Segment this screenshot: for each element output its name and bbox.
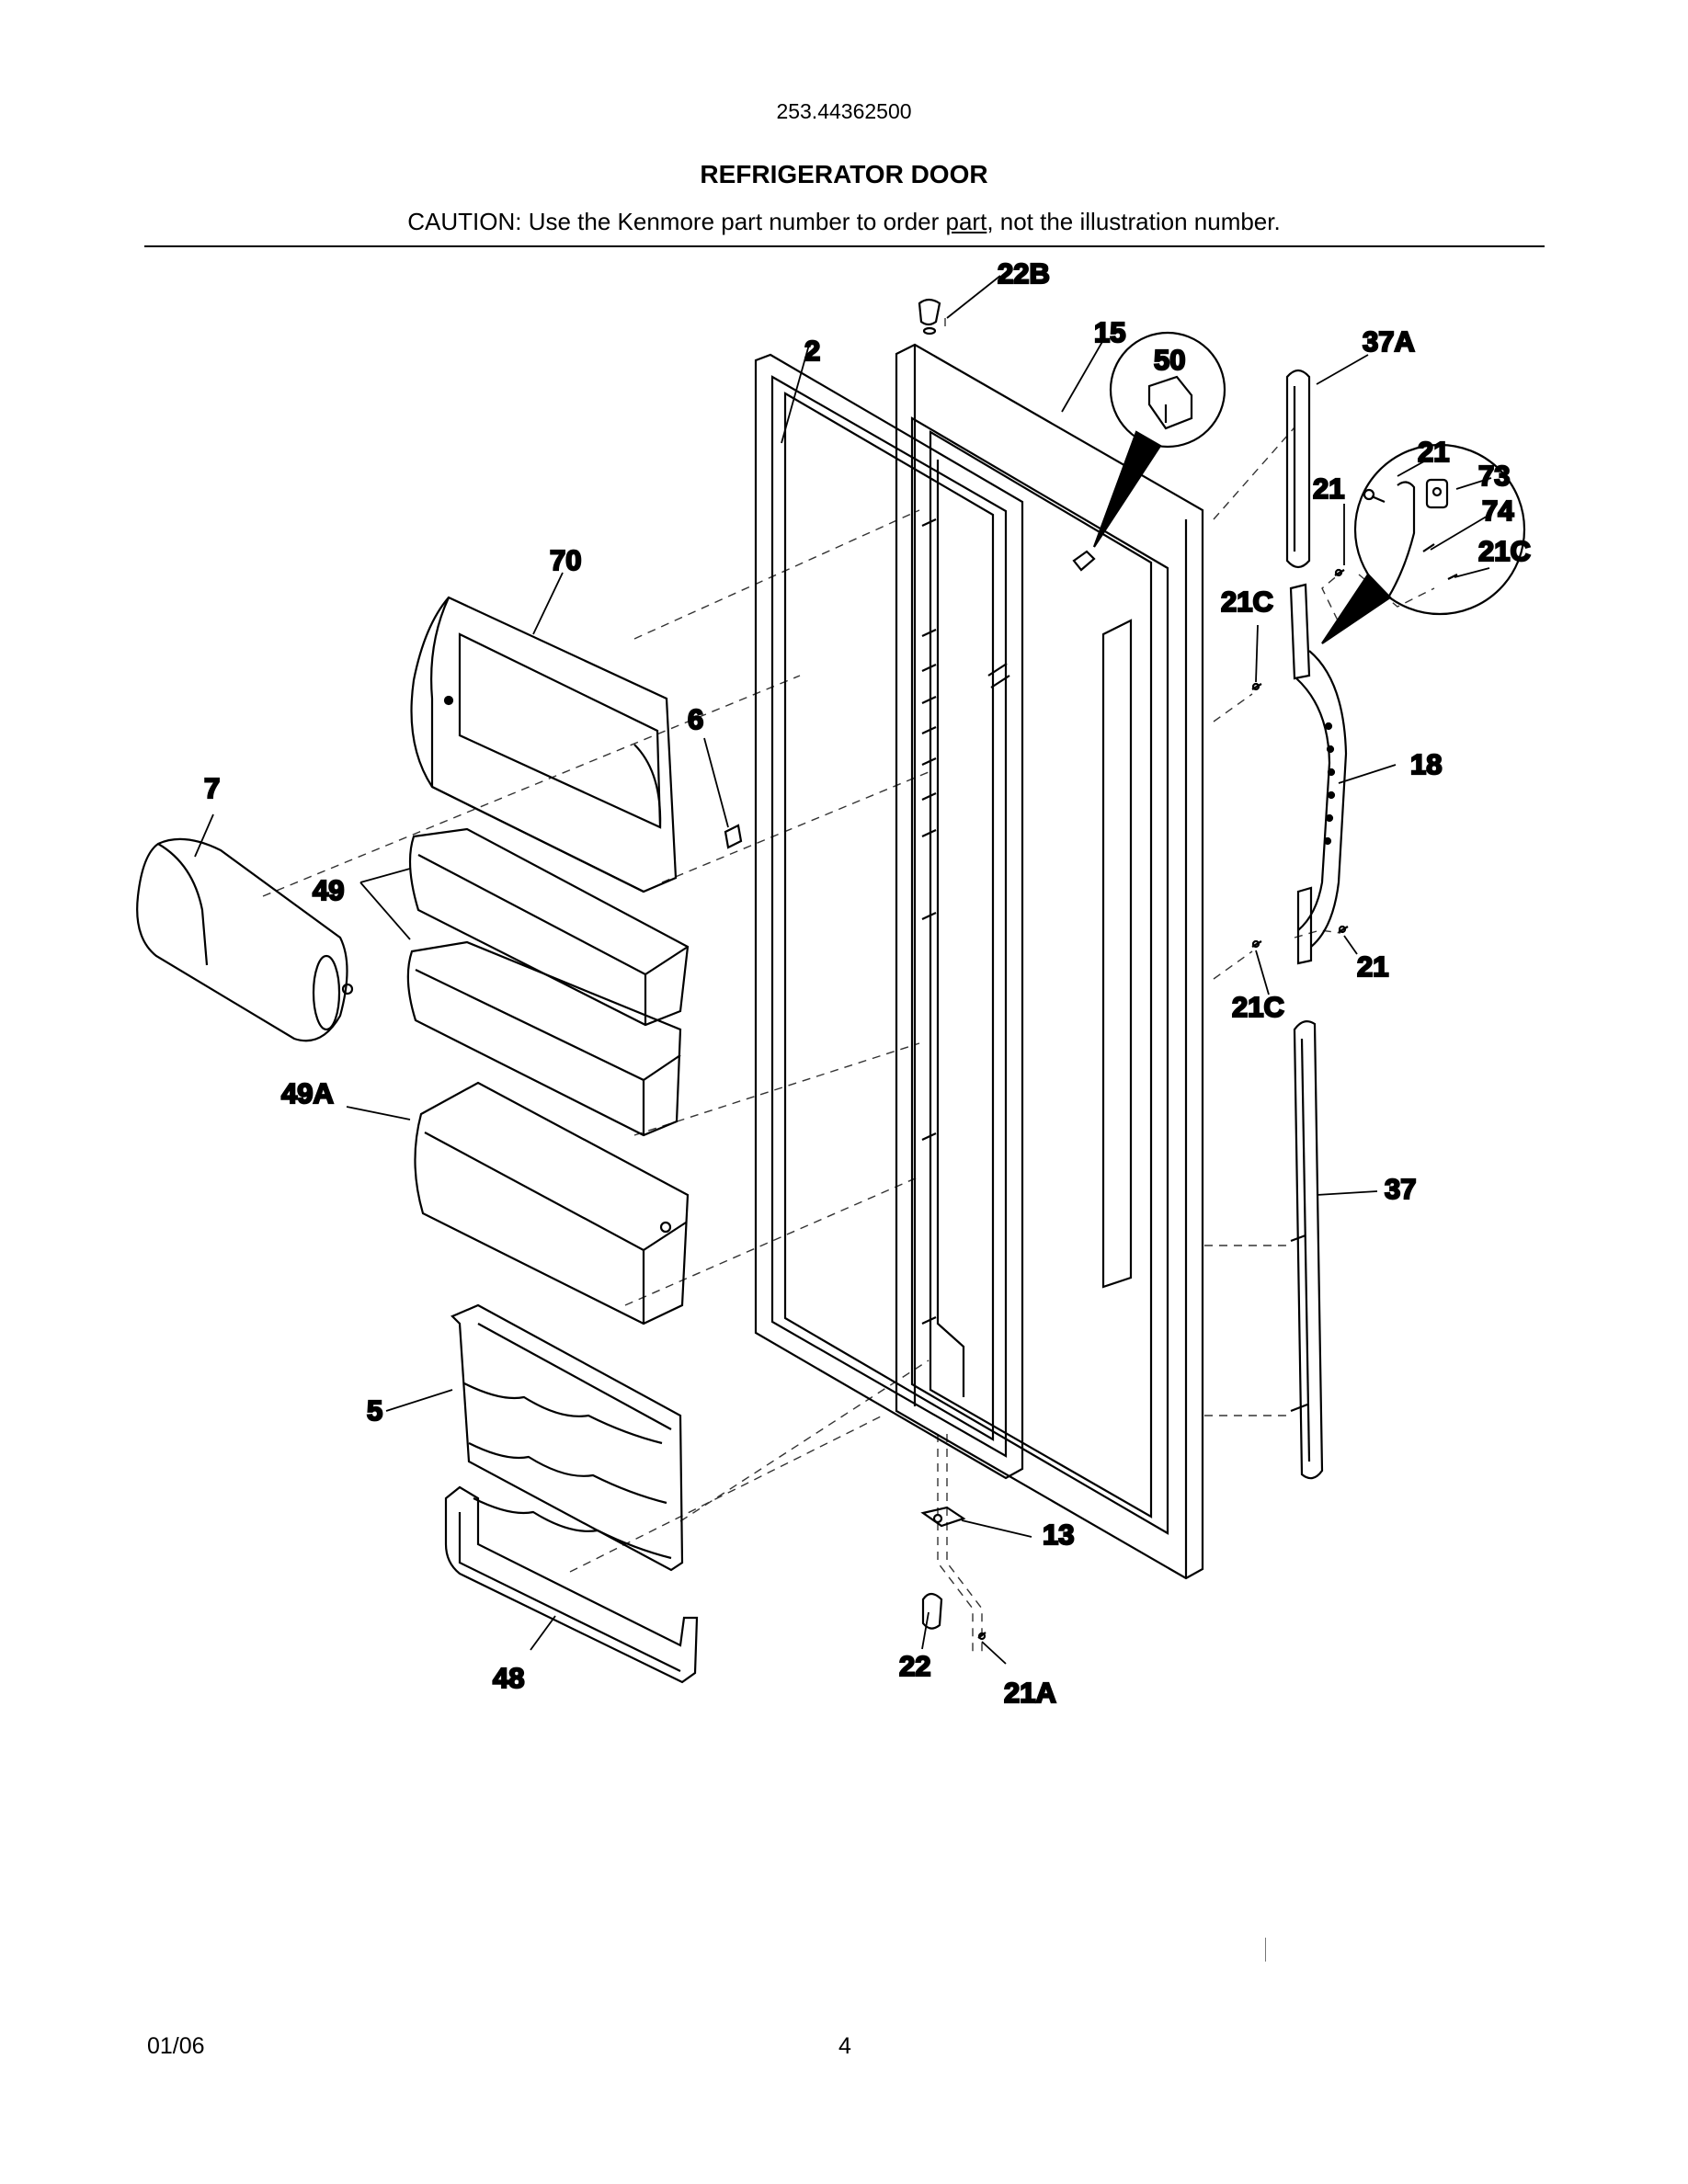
callout-21c-detail: 21C <box>1478 535 1531 567</box>
model-number: 253.44362500 <box>776 99 912 123</box>
callout-13: 13 <box>1043 1519 1074 1551</box>
door-bin-49a-part <box>414 1081 690 1325</box>
dairy-door-cover-part <box>136 837 354 1042</box>
header-divider <box>144 245 1545 247</box>
callout-73: 73 <box>1478 460 1510 492</box>
callout-15: 15 <box>1094 316 1125 348</box>
callout-2: 2 <box>804 335 820 367</box>
callout-70: 70 <box>550 544 581 576</box>
door-handle-part <box>1289 583 1348 965</box>
caution-text-prefix: CAUTION: Use the Kenmore part number to … <box>407 208 946 235</box>
callout-22b: 22B <box>998 257 1050 290</box>
screws <box>1251 568 1349 949</box>
callout-21-lower: 21 <box>1357 950 1388 983</box>
bottom-shelf-part <box>444 1485 699 1684</box>
caution-text-suffix: , not the illustration number. <box>987 208 1281 235</box>
callout-21a: 21A <box>1004 1677 1056 1709</box>
assembly-guide-lines <box>262 317 1435 1655</box>
handle-trim-bottom-part <box>1290 1019 1324 1480</box>
callout-21c-upper: 21C <box>1221 586 1273 618</box>
handle-trim-top-part <box>1285 369 1311 569</box>
callout-22: 22 <box>899 1650 930 1682</box>
callout-50: 50 <box>1154 344 1185 376</box>
lower-hinge-parts <box>920 1506 987 1641</box>
door-bins-part <box>406 827 690 1137</box>
caution-underlined-word: part <box>945 208 987 235</box>
caution-note: CAUTION: Use the Kenmore part number to … <box>0 208 1688 236</box>
door-gasket-part <box>754 353 1024 1480</box>
callout-6: 6 <box>688 703 703 735</box>
callout-49a: 49A <box>281 1077 334 1109</box>
hinge-cap-part <box>918 298 941 336</box>
page-number: 4 <box>838 2033 851 2059</box>
page-title: REFRIGERATOR DOOR <box>700 160 988 188</box>
callout-21-upper: 21 <box>1313 472 1344 505</box>
callout-74: 74 <box>1482 495 1514 527</box>
callout-21c-lower: 21C <box>1232 991 1284 1023</box>
callout-37a: 37A <box>1363 325 1415 358</box>
callout-49: 49 <box>313 874 344 906</box>
dairy-compartment-part <box>410 596 678 893</box>
callout-18: 18 <box>1410 748 1442 780</box>
clip-part <box>724 824 743 849</box>
margin-mark <box>1265 1938 1266 1962</box>
callout-48: 48 <box>493 1662 524 1694</box>
callout-37: 37 <box>1385 1173 1416 1205</box>
door-assembly-part <box>895 343 1204 1580</box>
can-rack-part <box>451 1303 684 1572</box>
callout-5: 5 <box>367 1394 382 1427</box>
handle-detail-circle <box>1321 443 1526 644</box>
callout-21-detail: 21 <box>1418 436 1449 468</box>
callout-leader-lines <box>194 275 1492 1665</box>
footer-date: 01/06 <box>147 2033 205 2059</box>
callout-7: 7 <box>204 772 220 804</box>
detail-circle-50 <box>1092 331 1226 548</box>
